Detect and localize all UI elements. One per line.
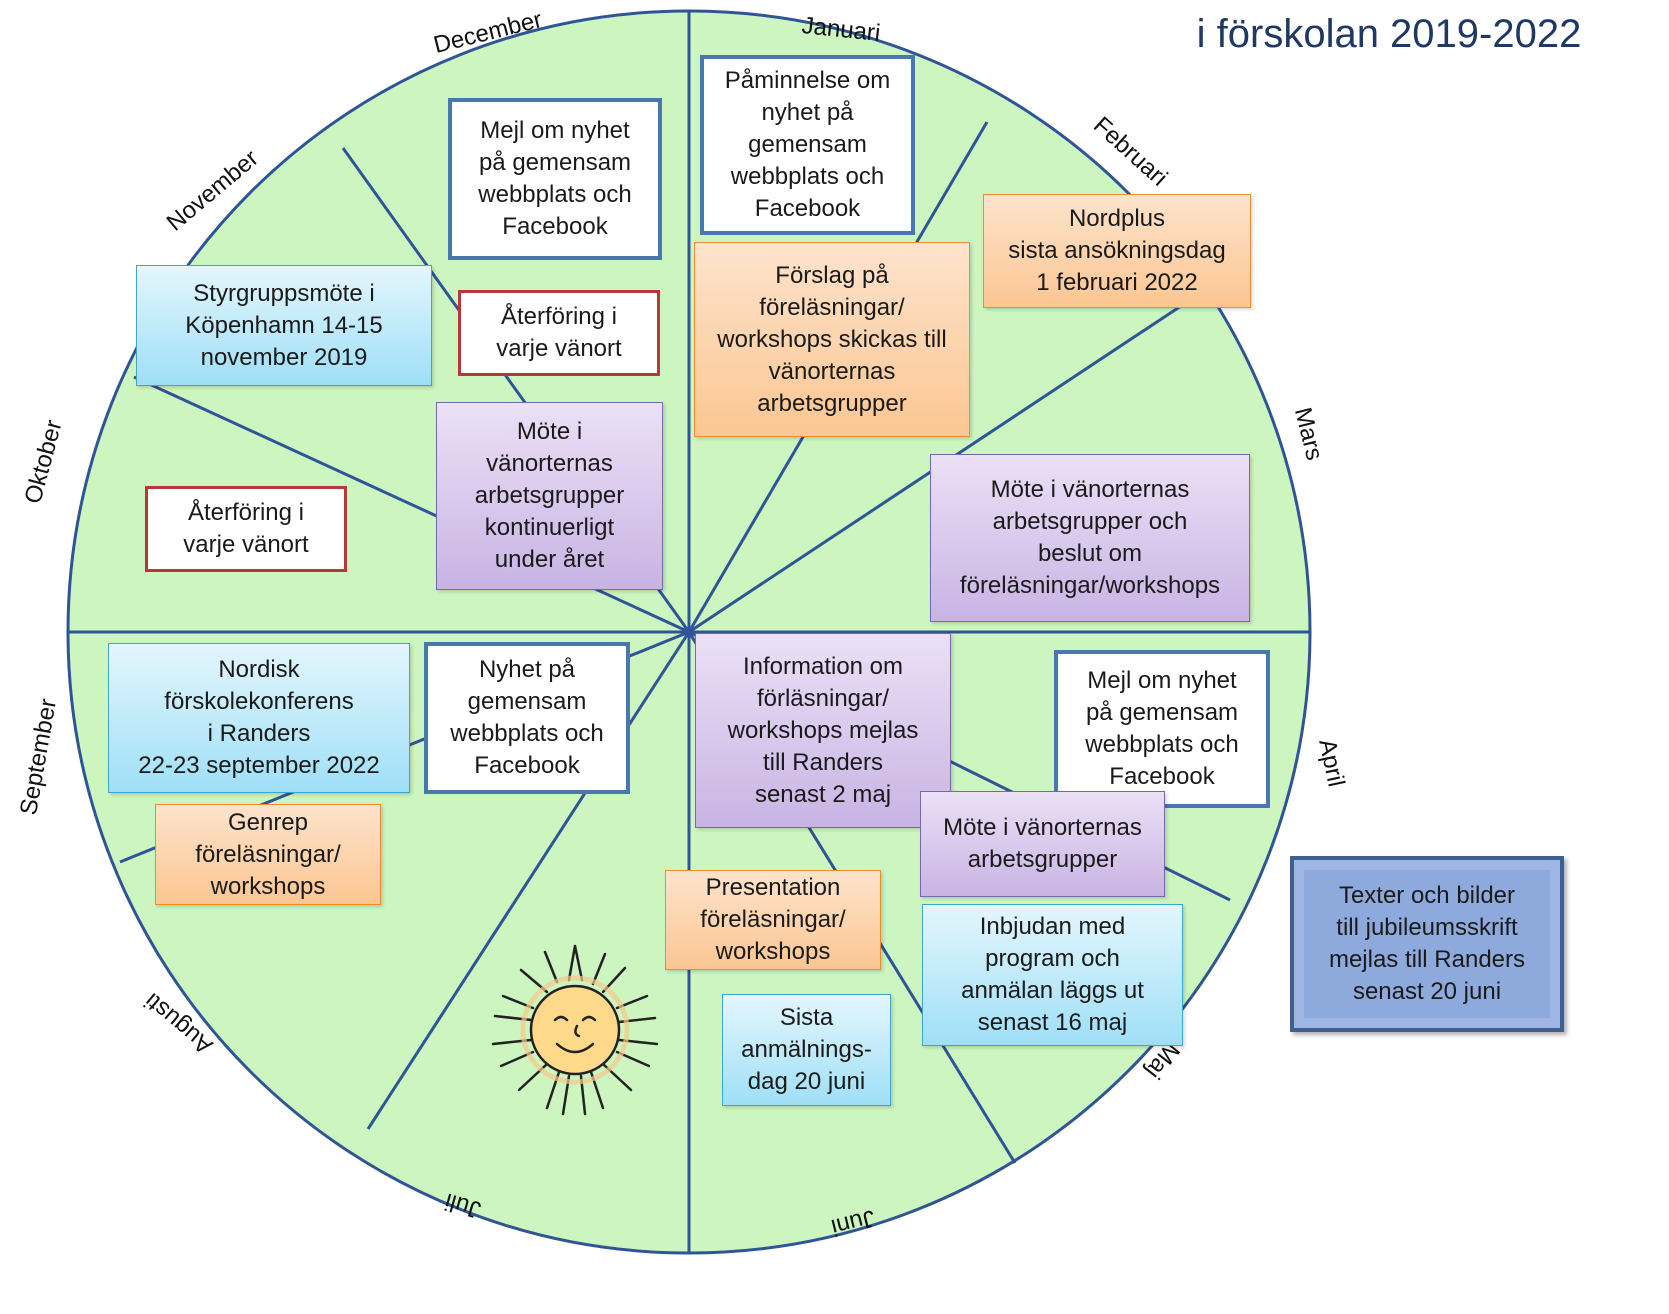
box-mars-mote-text: Möte i vänorternas arbetsgrupper och bes… <box>959 476 1221 599</box>
box-november-aterforing: Återföring i varje vänort <box>458 290 660 376</box>
box-april-mejl: Mejl om nyhet på gemensam webbplats och … <box>1054 650 1270 808</box>
title-text: Nordiskt vänortssamarbete i förskolan 20… <box>1150 0 1628 56</box>
box-september-genrep-text: Genrep föreläsningar/ workshops <box>195 808 341 900</box>
box-maj-mote-text: Möte i vänorternas arbetsgrupper <box>943 814 1142 873</box>
sun-icon <box>491 944 659 1116</box>
box-mars-mote: Möte i vänorternas arbetsgrupper och bes… <box>930 454 1250 622</box>
box-december-mejl-text: Mejl om nyhet på gemensam webbplats och … <box>478 117 632 240</box>
box-september-nordisk: Nordisk förskolekonferens i Randers 22-2… <box>108 643 410 793</box>
box-maj-inbjudan: Inbjudan med program och anmälan läggs u… <box>922 904 1183 1046</box>
box-maj-information: Information om förläsningar/ workshops m… <box>695 633 951 828</box>
box-center-mote-text: Möte i vänorternas arbetsgrupper kontinu… <box>474 418 625 573</box>
box-november-aterforing-text: Återföring i varje vänort <box>496 303 622 362</box>
box-augusti-nyhet-text: Nyhet på gemensam webbplats och Facebook <box>450 656 604 779</box>
box-center-mote: Möte i vänorternas arbetsgrupper kontinu… <box>436 402 663 590</box>
box-augusti-nyhet: Nyhet på gemensam webbplats och Facebook <box>424 642 630 794</box>
box-texter-jubileum-text: Texter och bilder till jubileumsskrift m… <box>1304 870 1550 1018</box>
page-title: Nordiskt vänortssamarbete i förskolan 20… <box>1109 0 1669 60</box>
box-februari-nordplus: Nordplus sista ansökningsdag 1 februari … <box>983 194 1251 308</box>
box-juni-presentation: Presentation föreläsningar/ workshops <box>665 870 881 970</box>
box-juni-presentation-text: Presentation föreläsningar/ workshops <box>700 874 846 965</box>
box-december-mejl: Mejl om nyhet på gemensam webbplats och … <box>448 98 662 260</box>
divider-jul-aug <box>366 631 691 1130</box>
box-september-nordisk-text: Nordisk förskolekonferens i Randers 22-2… <box>138 656 380 779</box>
box-november-styrgrupp: Styrgruppsmöte i Köpenhamn 14-15 novembe… <box>136 265 432 386</box>
box-juni-sista: Sista anmälnings- dag 20 juni <box>722 994 891 1106</box>
box-september-genrep: Genrep föreläsningar/ workshops <box>155 804 381 905</box>
box-texter-jubileum: Texter och bilder till jubileumsskrift m… <box>1290 856 1564 1032</box>
box-januari-forslag: Förslag på föreläsningar/ workshops skic… <box>694 242 970 437</box>
box-maj-mote: Möte i vänorternas arbetsgrupper <box>920 791 1165 897</box>
box-april-mejl-text: Mejl om nyhet på gemensam webbplats och … <box>1085 667 1239 790</box>
box-januari-paminnelse-text: Påminnelse om nyhet på gemensam webbplat… <box>724 67 891 222</box>
box-november-styrgrupp-text: Styrgruppsmöte i Köpenhamn 14-15 novembe… <box>185 279 383 371</box>
box-januari-forslag-text: Förslag på föreläsningar/ workshops skic… <box>717 261 947 417</box>
box-januari-paminnelse: Påminnelse om nyhet på gemensam webbplat… <box>700 55 915 235</box>
box-maj-information-text: Information om förläsningar/ workshops m… <box>727 652 919 808</box>
box-maj-inbjudan-text: Inbjudan med program och anmälan läggs u… <box>961 913 1144 1036</box>
box-juni-sista-text: Sista anmälnings- dag 20 juni <box>741 1004 872 1095</box>
box-oktober-aterforing-text: Återföring i varje vänort <box>183 499 309 558</box>
box-februari-nordplus-text: Nordplus sista ansökningsdag 1 februari … <box>1008 205 1226 296</box>
box-oktober-aterforing: Återföring i varje vänort <box>145 486 347 572</box>
